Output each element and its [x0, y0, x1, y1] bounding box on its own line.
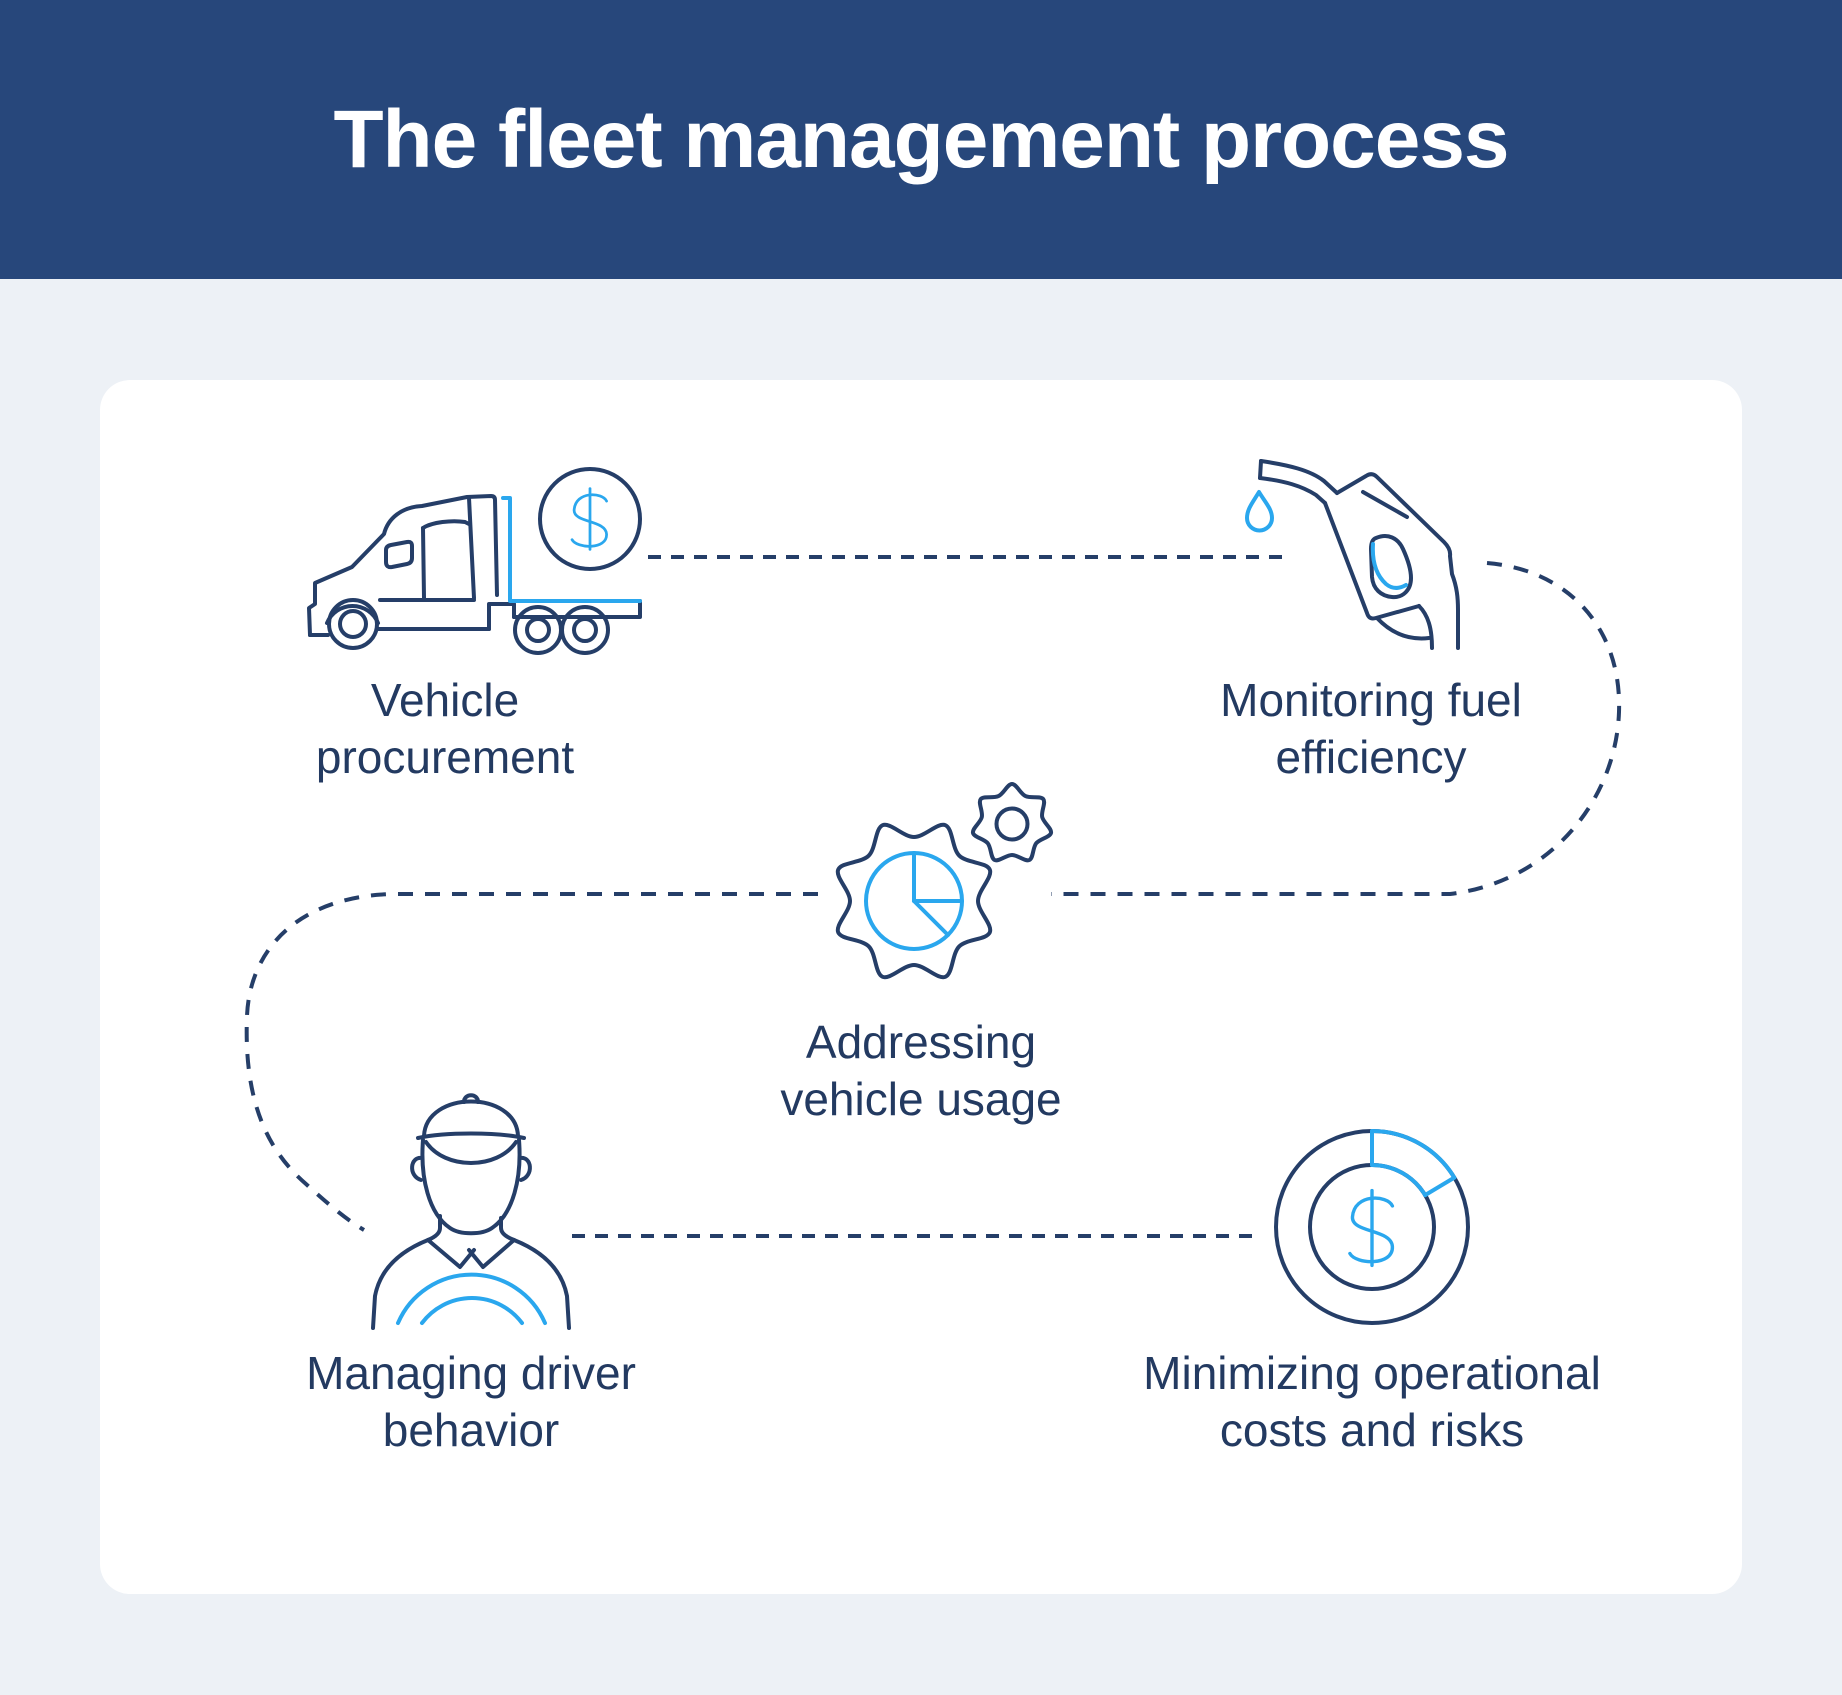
step-label-minimizing-operational-costs: Minimizing operational costs and risks	[1143, 1347, 1601, 1456]
nozzle-window-accent	[1370, 542, 1408, 590]
header-band: The fleet management process	[0, 0, 1842, 279]
pie-chart-icon	[864, 851, 964, 951]
truck-with-dollar-coin-icon	[307, 467, 642, 655]
fuel-drop-icon	[1245, 490, 1274, 533]
process-card	[100, 380, 1742, 1594]
donut-segment-accent	[1370, 1129, 1457, 1198]
step-label-vehicle-procurement: Vehicle procurement	[315, 674, 575, 783]
page-title: The fleet management process	[333, 93, 1509, 185]
gear-large-icon	[835, 822, 993, 980]
semi-truck-icon	[307, 494, 642, 655]
dollar-coin-icon	[538, 467, 642, 571]
connector-usage-to-driver	[244, 892, 818, 1232]
driver-steering-wheel-icon	[371, 1093, 571, 1330]
gear-small-hole	[994, 806, 1030, 842]
steering-wheel-icon	[396, 1272, 547, 1325]
gear-small-icon	[970, 782, 1054, 863]
connector-fuel-to-usage	[1051, 561, 1622, 896]
driver-face	[410, 1138, 532, 1236]
step-label-managing-driver-behavior: Managing driver behavior	[306, 1347, 636, 1456]
nozzle-body	[1258, 459, 1460, 650]
dollar-sign-icon	[1348, 1188, 1395, 1268]
step-label-monitoring-fuel-efficiency: Monitoring fuel efficiency	[1220, 674, 1522, 783]
trailer-accent-line	[501, 496, 642, 603]
step-label-addressing-vehicle-usage: Addressing vehicle usage	[780, 1016, 1062, 1125]
driver-cap	[416, 1093, 526, 1165]
dollar-sign-icon	[570, 487, 608, 551]
driver-shirt	[371, 1214, 571, 1330]
fuel-nozzle-icon	[1245, 459, 1460, 650]
gears-pie-chart-icon	[835, 782, 1054, 980]
donut-chart-dollar-icon	[1274, 1129, 1470, 1325]
